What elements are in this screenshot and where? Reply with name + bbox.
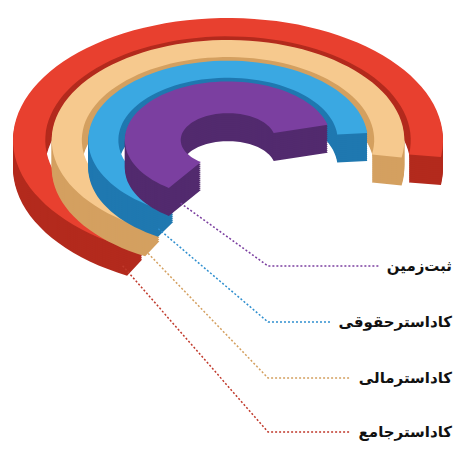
- leader-line: [143, 248, 351, 378]
- layer-label: ثبت‌زمین: [385, 256, 454, 276]
- leader-line: [158, 229, 330, 322]
- ring-top: [125, 81, 328, 188]
- layer-label: کاداسترمالی: [357, 368, 454, 388]
- layer-label: کاداسترحقوقی: [337, 312, 454, 332]
- leader-line: [181, 203, 379, 266]
- leader-line: [123, 266, 351, 432]
- ring-group: [13, 18, 443, 276]
- layer-label: کاداسترجامع: [357, 422, 454, 442]
